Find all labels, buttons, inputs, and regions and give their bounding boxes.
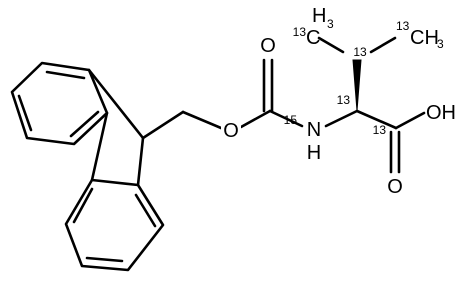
cbeta-methyl-right-bond — [369, 36, 397, 54]
methyl-right-ch-label: CH — [410, 27, 439, 49]
methyl-left-h-label: H — [312, 5, 326, 27]
methyl-left-c-label: C — [306, 27, 320, 49]
cacid-oh-bond — [394, 111, 426, 130]
n-amide-label: N — [307, 119, 321, 141]
calpha-isotope-label: 13 — [337, 93, 351, 107]
biaryl-bond — [90, 111, 109, 182]
o-ether-mask — [221, 118, 241, 140]
c9-bond-right — [136, 136, 145, 187]
cbeta-methyl-left-bond — [317, 36, 345, 54]
methyl-right-h-count: 3 — [437, 37, 444, 51]
bottom-ring-double-bond-3 — [72, 187, 94, 224]
left-ring-double-bond-2 — [69, 110, 100, 138]
ch2-o-bond — [181, 110, 223, 130]
o-carbonyl-c-bond — [239, 109, 272, 129]
left-ring-double-bond-3 — [17, 94, 33, 132]
cbeta-isotope-label: 13 — [353, 45, 367, 59]
bottom-ring-double-bond-1 — [134, 193, 157, 228]
calpha-cacid-bond — [355, 109, 398, 130]
left-ring-double-bond-1 — [45, 70, 86, 80]
o-ether-label: O — [223, 120, 239, 142]
wedge-bond — [352, 59, 362, 112]
bottom-ring-outline — [64, 178, 165, 272]
methyl-left-h-count: 3 — [327, 17, 334, 31]
fluorene-five-ring — [87, 68, 145, 187]
o-carbonyl-label: O — [260, 35, 276, 57]
c9-bond-left — [87, 68, 145, 140]
methyl-left-isotope-label: 13 — [293, 25, 307, 39]
c9-ch2-bond — [141, 110, 185, 140]
carbonyl-n-bond — [268, 109, 304, 128]
n-isotope-label: 15 — [284, 113, 298, 127]
bottom-ring-double-bond-2 — [85, 256, 124, 263]
fluorene-bottom-ring — [64, 178, 165, 272]
valine-backbone — [317, 36, 426, 174]
cacid-isotope-label: 13 — [373, 123, 387, 137]
o-carbonyl-mask — [257, 34, 279, 56]
fmoc-linker — [141, 58, 304, 140]
n-calpha-bond — [324, 109, 359, 128]
methyl-right-isotope-label: 13 — [396, 19, 410, 33]
oh-label: OH — [426, 102, 456, 124]
acid-o-label: O — [387, 176, 403, 198]
atom-labels: O O 15 N H 13 13 13 OH O 13 C H 3 13 CH … — [221, 5, 456, 198]
n-amide-h-label: H — [307, 142, 321, 164]
